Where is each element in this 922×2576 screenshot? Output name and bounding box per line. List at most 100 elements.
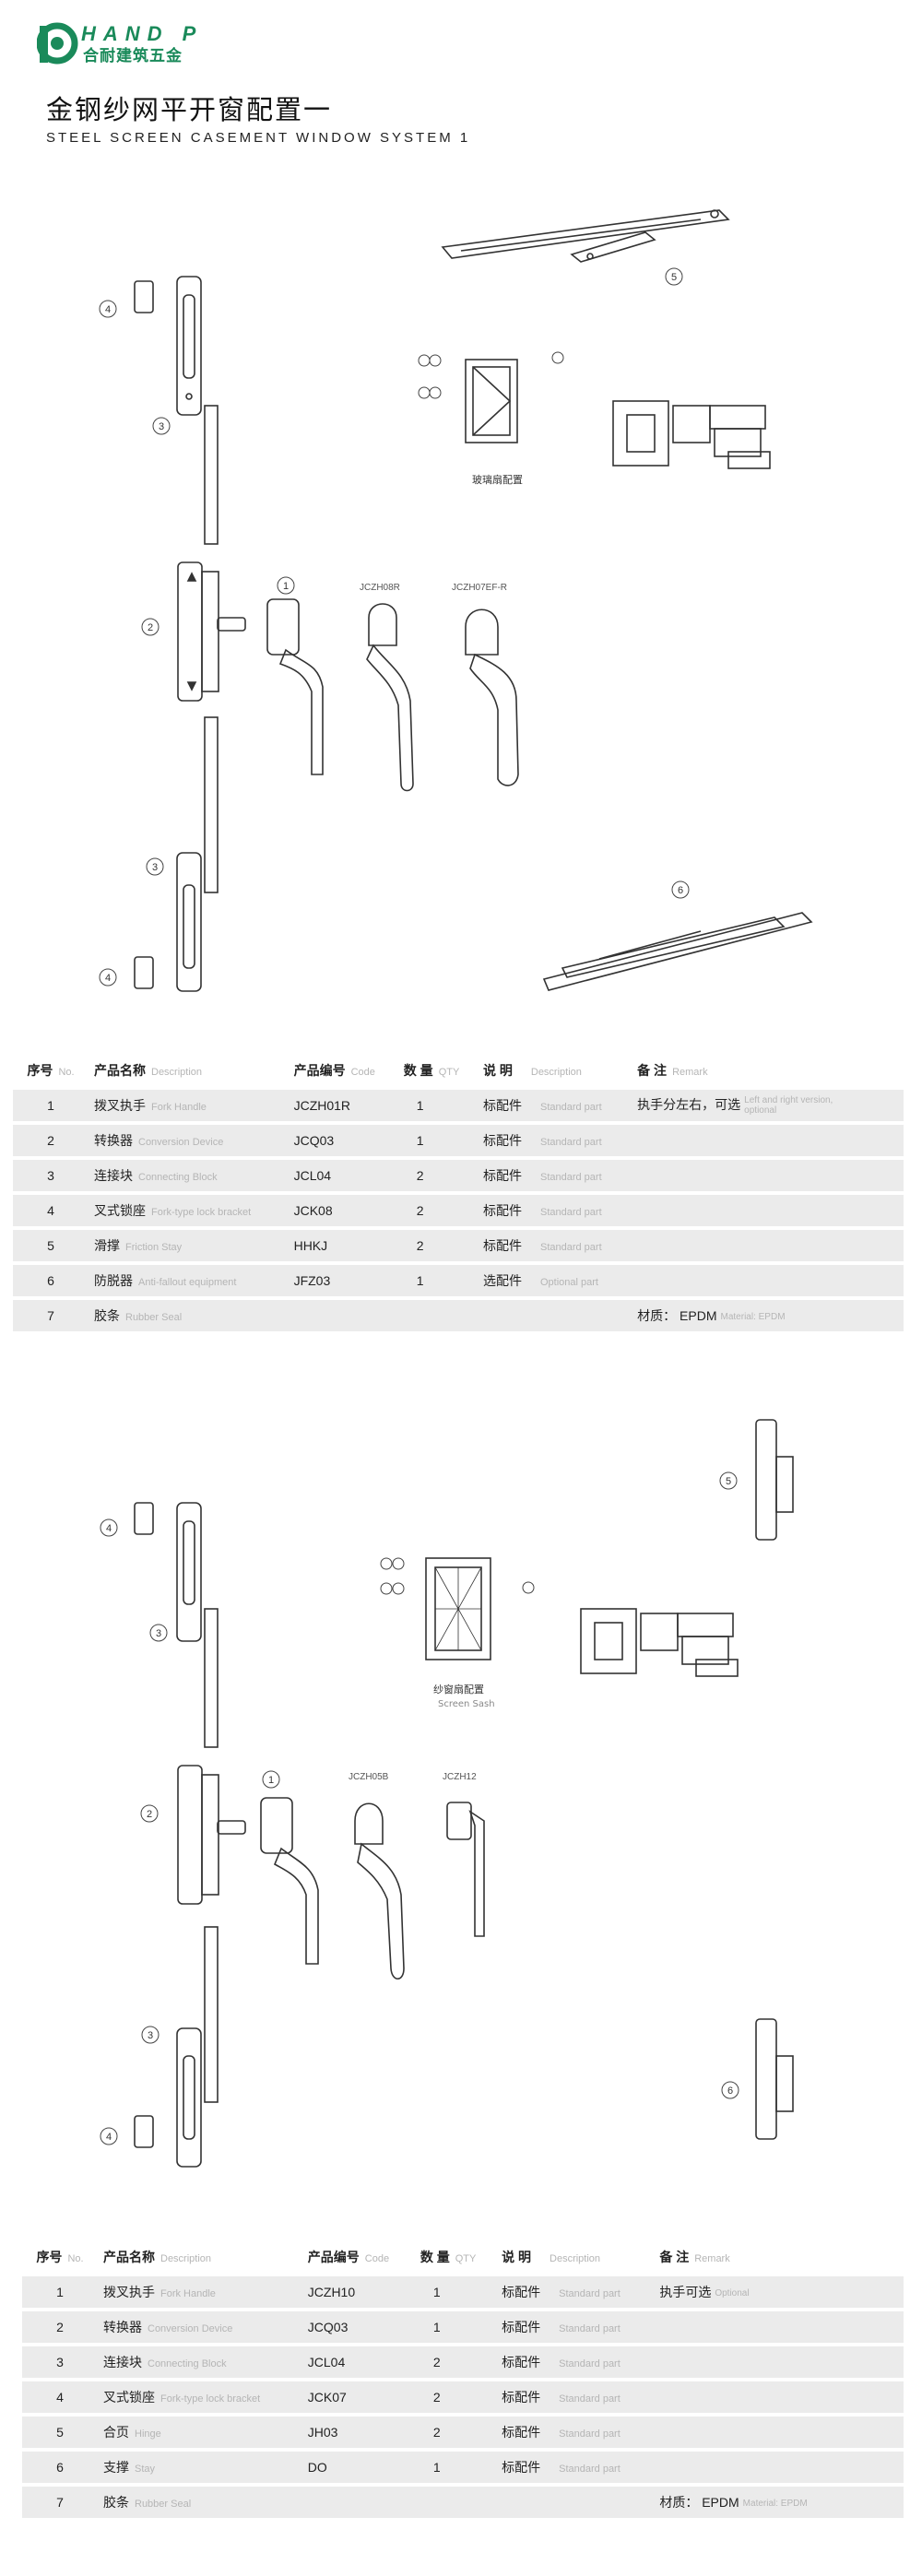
lock-bracket-bottom-2: [134, 2115, 154, 2148]
profile-section-1: [612, 400, 771, 469]
row-note-cn: 选配件: [482, 1273, 522, 1288]
callout-3: 3: [159, 421, 164, 432]
row-no: 4: [47, 1203, 54, 1218]
row-code: JCL04: [307, 2355, 346, 2369]
callout2-4-bottom: 4: [106, 2132, 112, 2143]
row-name-en: Stay: [135, 2464, 156, 2475]
row-note-cn: 标配件: [482, 1098, 522, 1113]
sash2-caption-cn: 纱窗扇配置: [433, 1683, 484, 1696]
row-note-en: Standard part: [559, 2393, 621, 2405]
row-name-en: Connecting Block: [138, 1172, 218, 1183]
row-no: 5: [47, 1238, 54, 1253]
row-name-en: Rubber Seal: [135, 2499, 192, 2510]
profile-section-2: [580, 1608, 739, 1677]
row-note-en: Optional part: [539, 1277, 598, 1288]
row-remark-cn: 材质： EPDM: [659, 2495, 739, 2510]
row-code: JCL04: [293, 1168, 332, 1183]
row-no: 5: [56, 2425, 64, 2440]
row-no: 3: [47, 1168, 54, 1183]
handle2-code-1: JCZH05B: [349, 1772, 389, 1782]
row-no: 1: [47, 1098, 54, 1113]
handle-jczh05b: [354, 1802, 405, 1980]
row-no: 7: [56, 2495, 64, 2510]
callout-4-bottom: 4: [105, 973, 111, 984]
handle-jczh01r: [266, 598, 324, 775]
row-name-cn: 转换器: [103, 2320, 142, 2334]
row-code: JCZH01R: [293, 1098, 351, 1113]
callout-2: 2: [148, 622, 153, 633]
row-note-cn: 标配件: [502, 2460, 541, 2475]
handle-code-1: JCZH08R: [360, 583, 400, 593]
row-name-en: Hinge: [135, 2428, 161, 2440]
row-code: JCQ03: [293, 1133, 335, 1148]
row-name-cn: 防脱器: [94, 1273, 133, 1288]
lock-bracket-top: [134, 280, 154, 313]
row-note-cn: 标配件: [482, 1203, 522, 1218]
row-note-en: Standard part: [539, 1172, 602, 1183]
row-qty: 2: [416, 1238, 424, 1253]
connecting-block-top-2: [176, 1502, 202, 1642]
page-subtitle: STEEL SCREEN CASEMENT WINDOW SYSTEM 1: [46, 130, 471, 146]
sash2-caption-en: Screen Sash: [438, 1699, 495, 1709]
row-note-cn: 标配件: [502, 2285, 541, 2299]
row-code: DO: [307, 2460, 327, 2475]
row-note-cn: 标配件: [502, 2320, 541, 2334]
row-code: JCZH10: [307, 2285, 356, 2299]
screen-sash-diagram: [425, 1557, 491, 1660]
table-row: 3 连接块 Connecting Block JCL04 2 标配件 Standard pa…: [13, 1160, 904, 1191]
row-qty: 1: [432, 2460, 441, 2475]
callout2-3-bottom: 3: [148, 2030, 153, 2041]
row-note-cn: 标配件: [482, 1168, 522, 1183]
callout2-3: 3: [156, 1628, 161, 1639]
section2-diagram: 4 3 2 1 3 4 5 6 JCZH05B JCZH12 纱窗扇配置 Scr…: [100, 1419, 794, 2168]
row-name-en: Fork Handle: [151, 1102, 207, 1113]
row-name-cn: 支撑: [103, 2460, 129, 2475]
row-name-cn: 转换器: [94, 1133, 133, 1148]
row-name-cn: 滑撑: [94, 1238, 120, 1253]
friction-stay-top: [441, 209, 730, 263]
row-note-en: Standard part: [559, 2428, 621, 2440]
row-name-en: Conversion Device: [138, 1137, 224, 1148]
conversion-device-2: [177, 1765, 246, 1905]
row-qty: 2: [416, 1168, 424, 1183]
row-code: JCQ03: [307, 2320, 349, 2334]
transmission-rod-bottom-2: [204, 1926, 219, 2103]
row-note-en: Standard part: [559, 2288, 621, 2299]
row-code: JCK08: [293, 1203, 333, 1218]
row-no: 2: [47, 1133, 54, 1148]
row-note-cn: 标配件: [502, 2390, 541, 2405]
row-name-cn: 连接块: [94, 1168, 133, 1183]
lock-bracket-top-2: [134, 1502, 154, 1535]
hinge-bottom: [755, 2018, 794, 2140]
row-note-en: Standard part: [539, 1242, 602, 1253]
row-qty: 2: [416, 1203, 424, 1218]
lock-bracket-bottom: [134, 956, 154, 989]
row-note-en: Standard part: [559, 2358, 621, 2369]
callout-1: 1: [283, 581, 289, 592]
row-name-en: Fork-type lock bracket: [151, 1207, 252, 1218]
row-note-en: Standard part: [539, 1207, 602, 1218]
row-name-en: Conversion Device: [148, 2323, 233, 2334]
row-qty: 1: [416, 1098, 424, 1113]
row-remark-en: Material: EPDM: [742, 2498, 808, 2509]
row-name-cn: 拨叉执手: [94, 1098, 146, 1113]
row-no: 6: [47, 1273, 54, 1288]
row-note-cn: 标配件: [482, 1238, 522, 1253]
handle-jczh10: [260, 1797, 319, 1965]
transmission-rod-bottom: [204, 716, 219, 893]
row-no: 3: [56, 2355, 64, 2369]
glass-sash-diagram: [465, 359, 518, 443]
